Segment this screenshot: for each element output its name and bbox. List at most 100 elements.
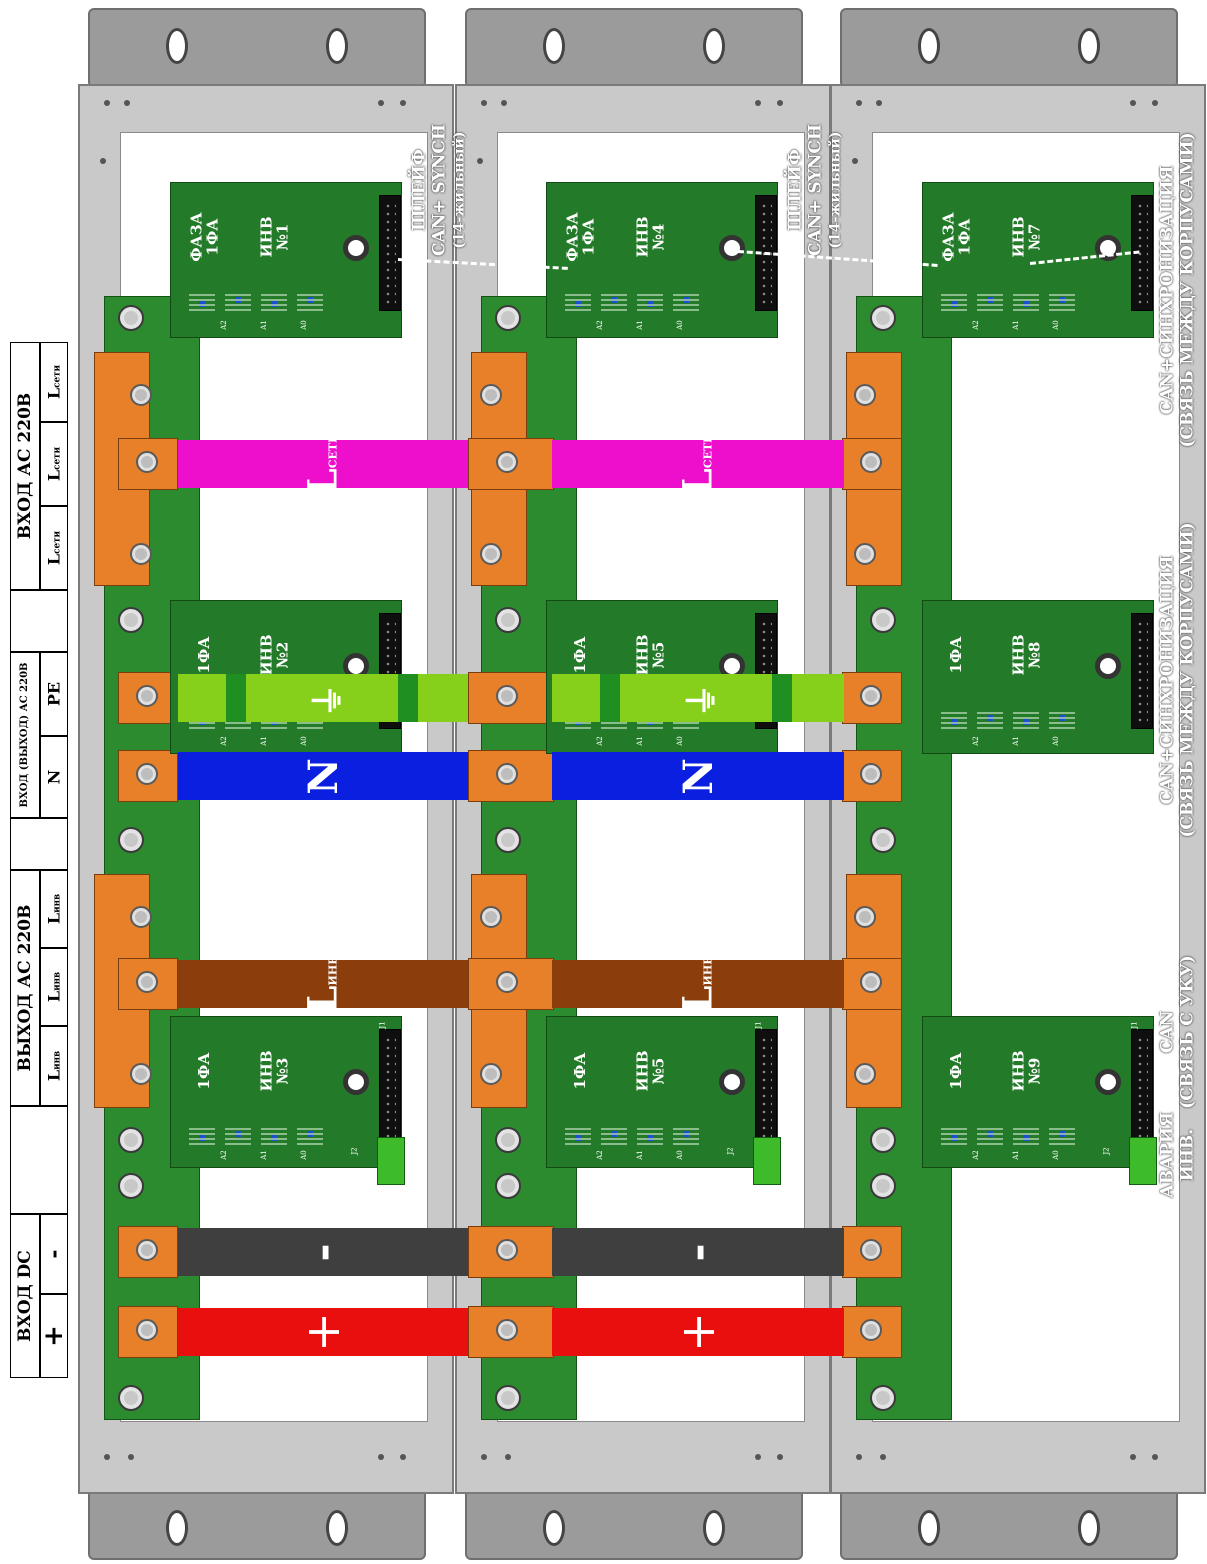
alarm-terminal[interactable] — [753, 1137, 781, 1185]
address-mark-a1: A1 — [259, 1150, 268, 1160]
bus-bolt-2-3 — [860, 685, 882, 707]
board-phase-label: 1ФА — [571, 1052, 590, 1090]
address-mark-a1: A1 — [259, 320, 268, 330]
address-mark-a1: A1 — [635, 1150, 644, 1160]
mounting-flange-top-3 — [840, 8, 1178, 88]
board-connector[interactable] — [379, 195, 401, 311]
rail-screw-2-4 — [495, 1127, 521, 1153]
board-inverter-label: ИНВ №4 — [633, 216, 667, 258]
board-connector[interactable] — [1131, 1029, 1153, 1145]
rail-screw-3-6 — [870, 1385, 896, 1411]
legend-ac-out-cell-2: Lинв — [40, 948, 68, 1026]
dip-switch-body — [1049, 1125, 1075, 1145]
rail-screw-3-4 — [870, 1127, 896, 1153]
jumper-mark-j2: J2 — [1102, 1147, 1111, 1155]
dip-switch-body — [297, 291, 323, 311]
dip-switch-body — [673, 1125, 699, 1145]
address-mark-a1: A1 — [635, 736, 644, 746]
busbar-pe-1: ⏚ — [178, 674, 468, 722]
side-label-sync-2: CAN+СИНХРОНИЗАЦИЯ(СВЯЗЬ МЕЖДУ КОРПУСАМИ) — [1157, 522, 1197, 838]
jumper-mark-j2: J2 — [350, 1147, 359, 1155]
address-mark-a0: A0 — [299, 736, 308, 746]
address-mark-a0: A0 — [675, 736, 684, 746]
mounting-slot-1-1 — [166, 28, 188, 64]
dip-switch-body — [977, 291, 1003, 311]
board-mount-hole — [343, 1069, 369, 1095]
frame-hole-3-2 — [876, 100, 882, 106]
address-mark-a2: A2 — [971, 320, 980, 330]
address-mark-a2: A2 — [595, 320, 604, 330]
board-connector[interactable] — [1131, 613, 1153, 729]
legend-dc-plus: + — [39, 1294, 69, 1378]
dip-switch-body — [941, 291, 967, 311]
frame-hole-3-4 — [1152, 100, 1158, 106]
legend-ac-in-cell-1: Lсети — [40, 342, 68, 422]
address-mark-a2: A2 — [971, 1150, 980, 1160]
connector-pins — [1136, 1036, 1148, 1138]
jumper-mark-j1: J1 — [1130, 1021, 1139, 1029]
board-inverter-label: ИНВ №3 — [257, 1050, 291, 1092]
connector-pins — [1136, 620, 1148, 722]
frame-hole-3-6 — [856, 1454, 862, 1460]
bus-bolt-4-1 — [136, 971, 158, 993]
legend-gap-2 — [10, 818, 68, 870]
rail-screw-2-1 — [495, 305, 521, 331]
side-label-sync-1: CAN+СИНХРОНИЗАЦИЯ(СВЯЗЬ МЕЖДУ КОРПУСАМИ) — [1157, 132, 1197, 448]
mounting-slot-3-2 — [1078, 28, 1100, 64]
legend-io-title: ВХОД (ВЫХОД) АС 220В — [10, 652, 40, 818]
board-connector[interactable] — [379, 1029, 401, 1145]
rail-screw-2-6 — [495, 1385, 521, 1411]
jumper-mark-j1: J1 — [378, 1021, 387, 1029]
board-mount-hole — [719, 1069, 745, 1095]
alarm-terminal[interactable] — [377, 1137, 405, 1185]
frame-hole-2-4 — [777, 100, 783, 106]
dip-switch-body — [1013, 291, 1039, 311]
board-phase-label: ФАЗА 1ФА — [187, 212, 221, 262]
dip-switch-body — [977, 709, 1003, 729]
rail-screw-1-3 — [118, 827, 144, 853]
board-inverter-label: ИНВ №5 — [633, 1050, 667, 1092]
address-mark-a1: A1 — [1011, 1150, 1020, 1160]
board-mount-hole — [719, 235, 745, 261]
busbar-dc-minus-1: - — [178, 1228, 468, 1276]
dip-switch-body — [297, 1125, 323, 1145]
board-connector[interactable] — [755, 195, 777, 311]
mounting-slot-3-3 — [918, 1510, 940, 1546]
dip-switch-body — [1049, 709, 1075, 729]
board-inverter-label: ИНВ №7 — [1009, 216, 1043, 258]
dip-switch-body — [225, 1125, 251, 1145]
block-bolt-3-1 — [130, 906, 152, 928]
legend-ac-out-cell-1: Lинв — [40, 870, 68, 948]
legend-gap-1 — [10, 590, 68, 652]
alarm-terminal[interactable] — [1129, 1137, 1157, 1185]
board-phase-label: 1ФА — [947, 1052, 966, 1090]
address-mark-a0: A0 — [675, 320, 684, 330]
board-mount-hole — [1095, 235, 1121, 261]
legend-ac-out-cell-3: Lинв — [40, 1026, 68, 1106]
bus-bolt-1-2 — [496, 451, 518, 473]
board-connector[interactable] — [1131, 195, 1153, 311]
address-mark-a1: A1 — [1011, 320, 1020, 330]
dip-switch-body — [941, 1125, 967, 1145]
mounting-slot-2-4 — [703, 1510, 725, 1546]
rail-screw-2-5 — [495, 1173, 521, 1199]
legend-ac-out-title: ВЫХОД АС 220В — [10, 870, 40, 1106]
mounting-slot-2-2 — [703, 28, 725, 64]
rail-screw-1-2 — [118, 607, 144, 633]
frame-hole-2-9 — [777, 1454, 783, 1460]
rail-screw-3-5 — [870, 1173, 896, 1199]
frame-hole-1-9 — [400, 1454, 406, 1460]
board-phase-label: 1ФА — [947, 636, 966, 674]
board-connector[interactable] — [755, 1029, 777, 1145]
board-inverter-label: ИНВ №8 — [1009, 634, 1043, 676]
connector-pins — [760, 1036, 772, 1138]
block-bolt-4-3 — [854, 1063, 876, 1085]
rail-screw-2-2 — [495, 607, 521, 633]
board-mount-hole — [343, 235, 369, 261]
frame-hole-2-8 — [755, 1454, 761, 1460]
bus-bolt-5-3 — [860, 1239, 882, 1261]
frame-hole-2-5 — [477, 158, 483, 164]
address-mark-a2: A2 — [595, 736, 604, 746]
